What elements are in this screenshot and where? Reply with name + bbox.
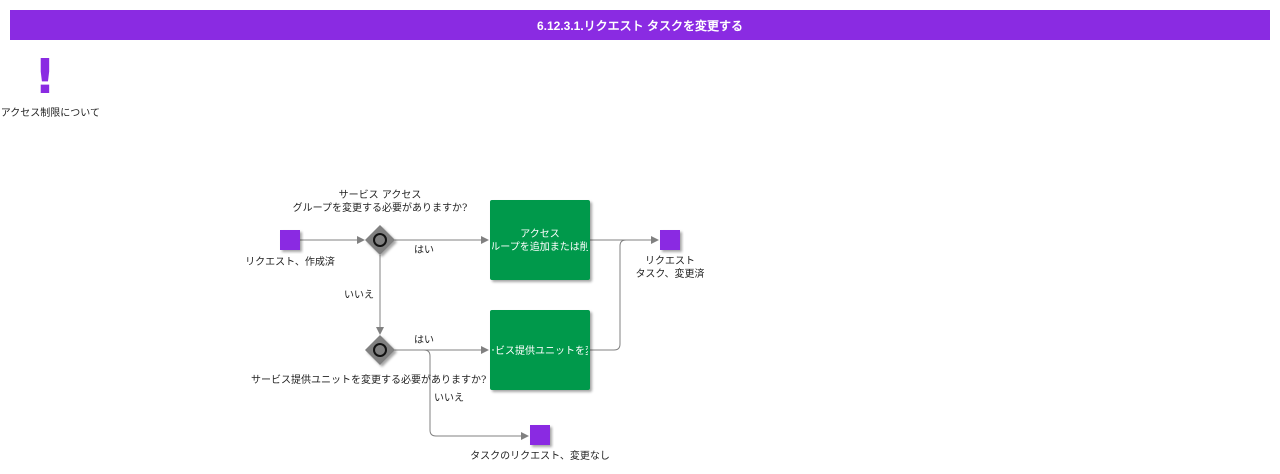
gateway-2[interactable]	[365, 335, 395, 365]
task-2-label: サービス提供ユニットを変更	[475, 344, 605, 357]
sequence-flows	[300, 236, 659, 440]
start-event-label: リクエスト、作成済	[245, 255, 335, 268]
flow-no-label-1: いいえ	[344, 289, 374, 301]
note-label: アクセス制限について	[0, 108, 100, 118]
flow-yes-label-1: はい	[414, 244, 434, 256]
flow-no-label-2: いいえ	[434, 392, 464, 404]
task-change-service-unit[interactable]	[490, 310, 590, 390]
start-event[interactable]	[280, 230, 300, 250]
end-event-unchanged-label: タスクのリクエスト、変更なし	[470, 449, 610, 462]
gateway-2-label: サービス提供ユニットを変更する必要がありますか?	[251, 373, 486, 386]
task-1-label-line2: グループを追加または削除	[480, 240, 599, 253]
flow-task2-to-end	[590, 239, 627, 351]
exclamation-icon[interactable]: !	[34, 49, 56, 105]
end-event-changed-label-line2: タスク、変更済	[635, 267, 704, 280]
task-add-remove-access-group[interactable]	[490, 200, 590, 280]
end-event-unchanged[interactable]	[530, 425, 550, 445]
page-title: 6.12.3.1.リクエスト タスクを変更する	[10, 10, 1270, 40]
end-event-changed-label-line1: リクエスト	[645, 255, 695, 267]
flow-yes-label-2: はい	[414, 334, 434, 346]
gateway-circle-icon	[373, 233, 387, 247]
task-1-label-line1: アクセス	[520, 228, 560, 240]
gateway-1-label-line2: グループを変更する必要がありますか?	[293, 201, 468, 214]
gateway-1-label-line1: サービス アクセス	[339, 189, 422, 201]
flow-gateway2-no	[423, 349, 529, 440]
gateway-1[interactable]	[365, 225, 395, 255]
end-event-changed[interactable]	[660, 230, 680, 250]
gateway-circle-icon	[373, 343, 387, 357]
